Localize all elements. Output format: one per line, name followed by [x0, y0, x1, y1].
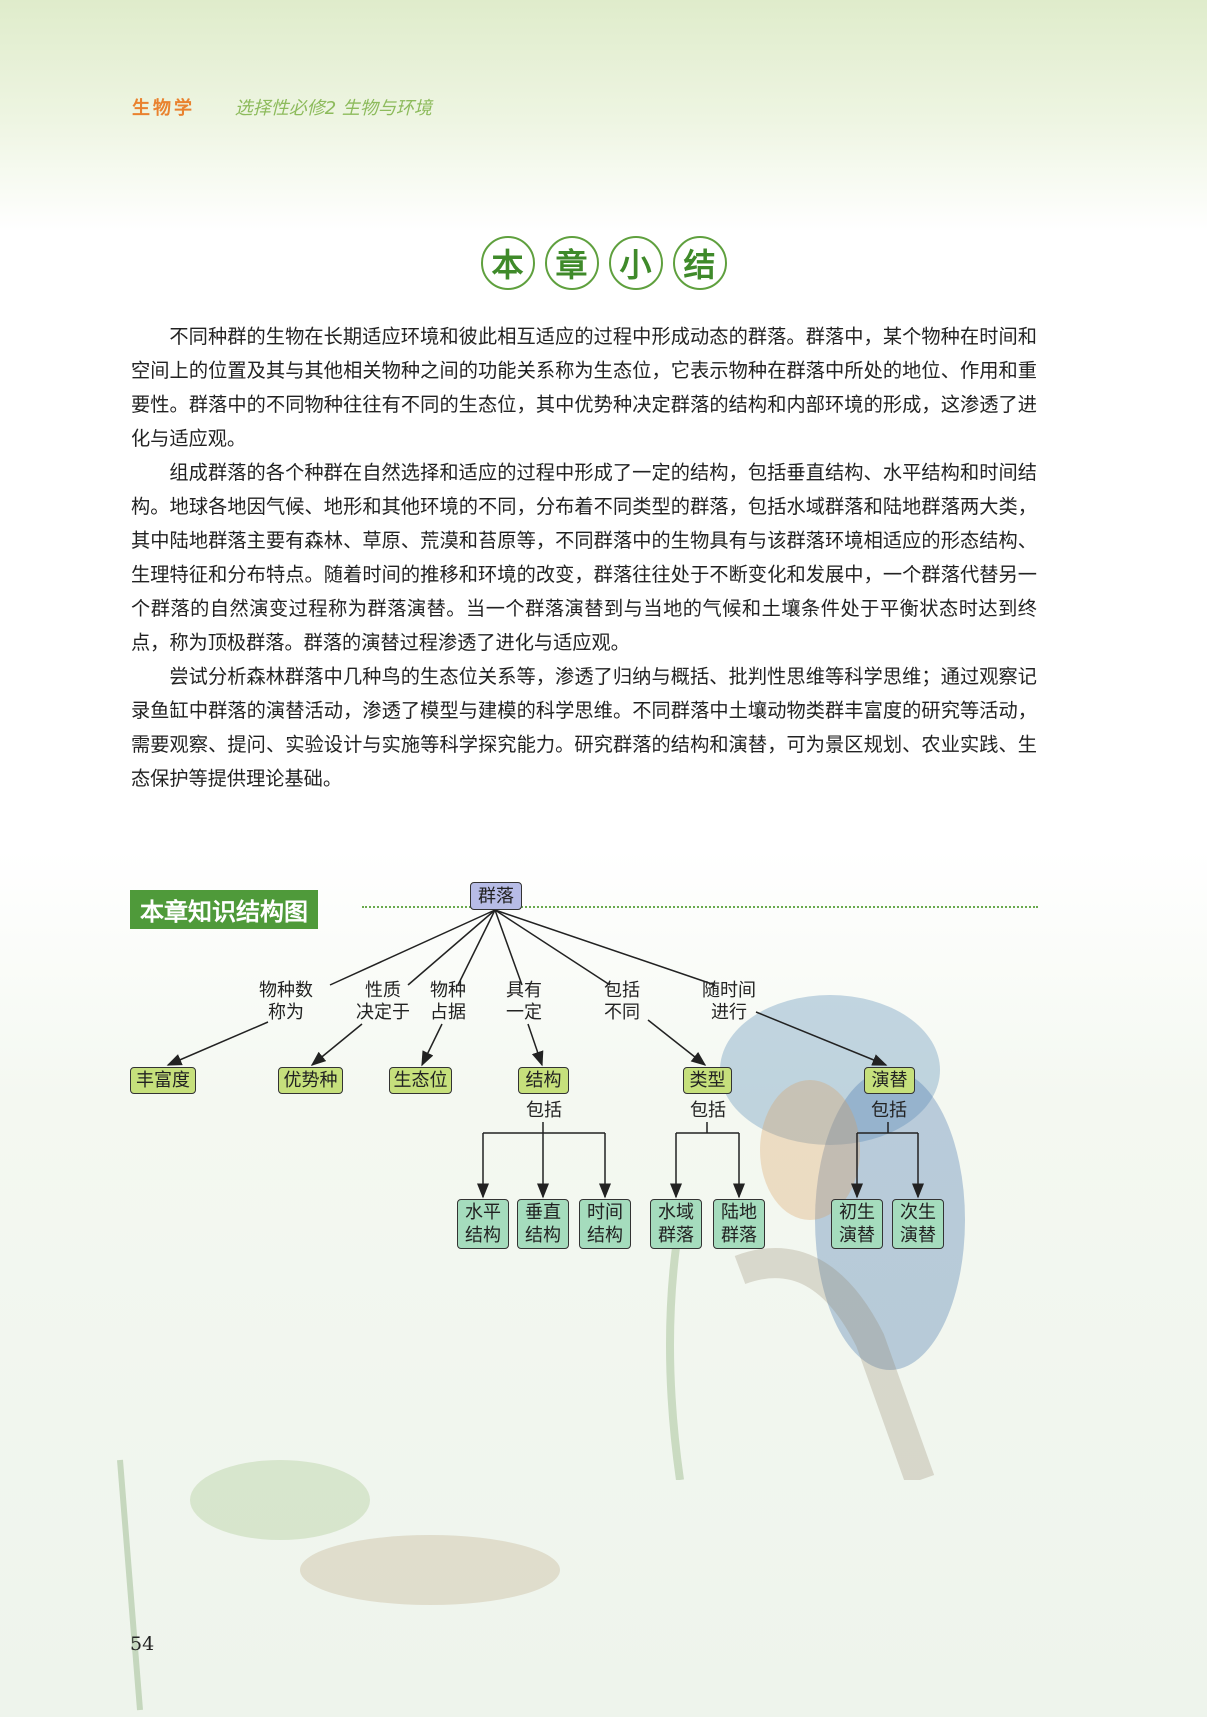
edge-line [407, 909, 496, 986]
include-label: 包括 [871, 1100, 907, 1121]
pond-illustration [117, 1459, 560, 1711]
edge-line [494, 909, 523, 986]
node-succession: 演替 [864, 1067, 915, 1094]
node-terrestrial-community: 陆地群落 [713, 1199, 765, 1249]
include-label: 包括 [526, 1100, 562, 1121]
node-niche: 生态位 [389, 1067, 452, 1094]
node-richness: 丰富度 [130, 1067, 196, 1094]
node-type: 类型 [683, 1067, 732, 1094]
node-aquatic-community: 水域群落 [650, 1199, 702, 1249]
paragraph: 组成群落的各个种群在自然选择和适应的过程中形成了一定的结构，包括垂直结构、水平结… [131, 461, 1037, 654]
arrow [310, 1023, 363, 1066]
edge-line [329, 909, 496, 986]
node-vertical-structure: 垂直结构 [517, 1199, 569, 1249]
node-structure: 结构 [518, 1067, 569, 1094]
arrow [421, 1023, 443, 1067]
book-title: 选择性必修2 生物与环境 [234, 98, 432, 119]
arrow [755, 1011, 888, 1066]
node-temporal-structure: 时间结构 [579, 1199, 631, 1249]
section-divider [362, 906, 1038, 908]
edge-label: 物种数称为 [259, 980, 313, 1023]
edge-label: 具有一定 [506, 980, 542, 1023]
edge-label: 物种占据 [430, 980, 466, 1023]
summary-text: 不同种群的生物在长期适应环境和彼此相互适应的过程中形成动态的群落。群落中，某个物… [131, 320, 1037, 796]
arrow [527, 1023, 544, 1067]
edge-line [494, 909, 716, 986]
title-char: 结 [672, 236, 727, 290]
node-primary-succession: 初生演替 [831, 1199, 883, 1249]
kingfisher-illustration [666, 995, 965, 1480]
title-char: 小 [608, 236, 663, 290]
chapter-summary-title: 本 章 小 结 [0, 236, 1207, 290]
section-title: 本章知识结构图 [130, 890, 318, 929]
paragraph: 尝试分析森林群落中几种鸟的生态位关系等，渗透了归纳与概括、批判性思维等科学思维；… [131, 665, 1037, 790]
include-label: 包括 [690, 1100, 726, 1121]
subject-name: 生物学 [132, 98, 195, 119]
node-horizontal-structure: 水平结构 [457, 1199, 509, 1249]
page-number: 54 [130, 1633, 155, 1655]
edge-label: 随时间进行 [702, 980, 756, 1023]
edge-label: 性质决定于 [356, 980, 410, 1023]
node-root: 群落 [470, 882, 522, 910]
paragraph: 不同种群的生物在长期适应环境和彼此相互适应的过程中形成动态的群落。群落中，某个物… [131, 325, 1037, 450]
node-dominant-species: 优势种 [278, 1067, 343, 1094]
edge-line [494, 909, 611, 986]
running-header: 生物学 选择性必修2 生物与环境 [132, 94, 432, 120]
node-secondary-succession: 次生演替 [892, 1199, 944, 1249]
title-char: 章 [544, 236, 599, 290]
arrow [166, 1021, 269, 1066]
arrow [647, 1019, 707, 1066]
title-char: 本 [480, 236, 535, 290]
edge-label: 包括不同 [604, 980, 640, 1023]
edge-line [457, 909, 496, 986]
